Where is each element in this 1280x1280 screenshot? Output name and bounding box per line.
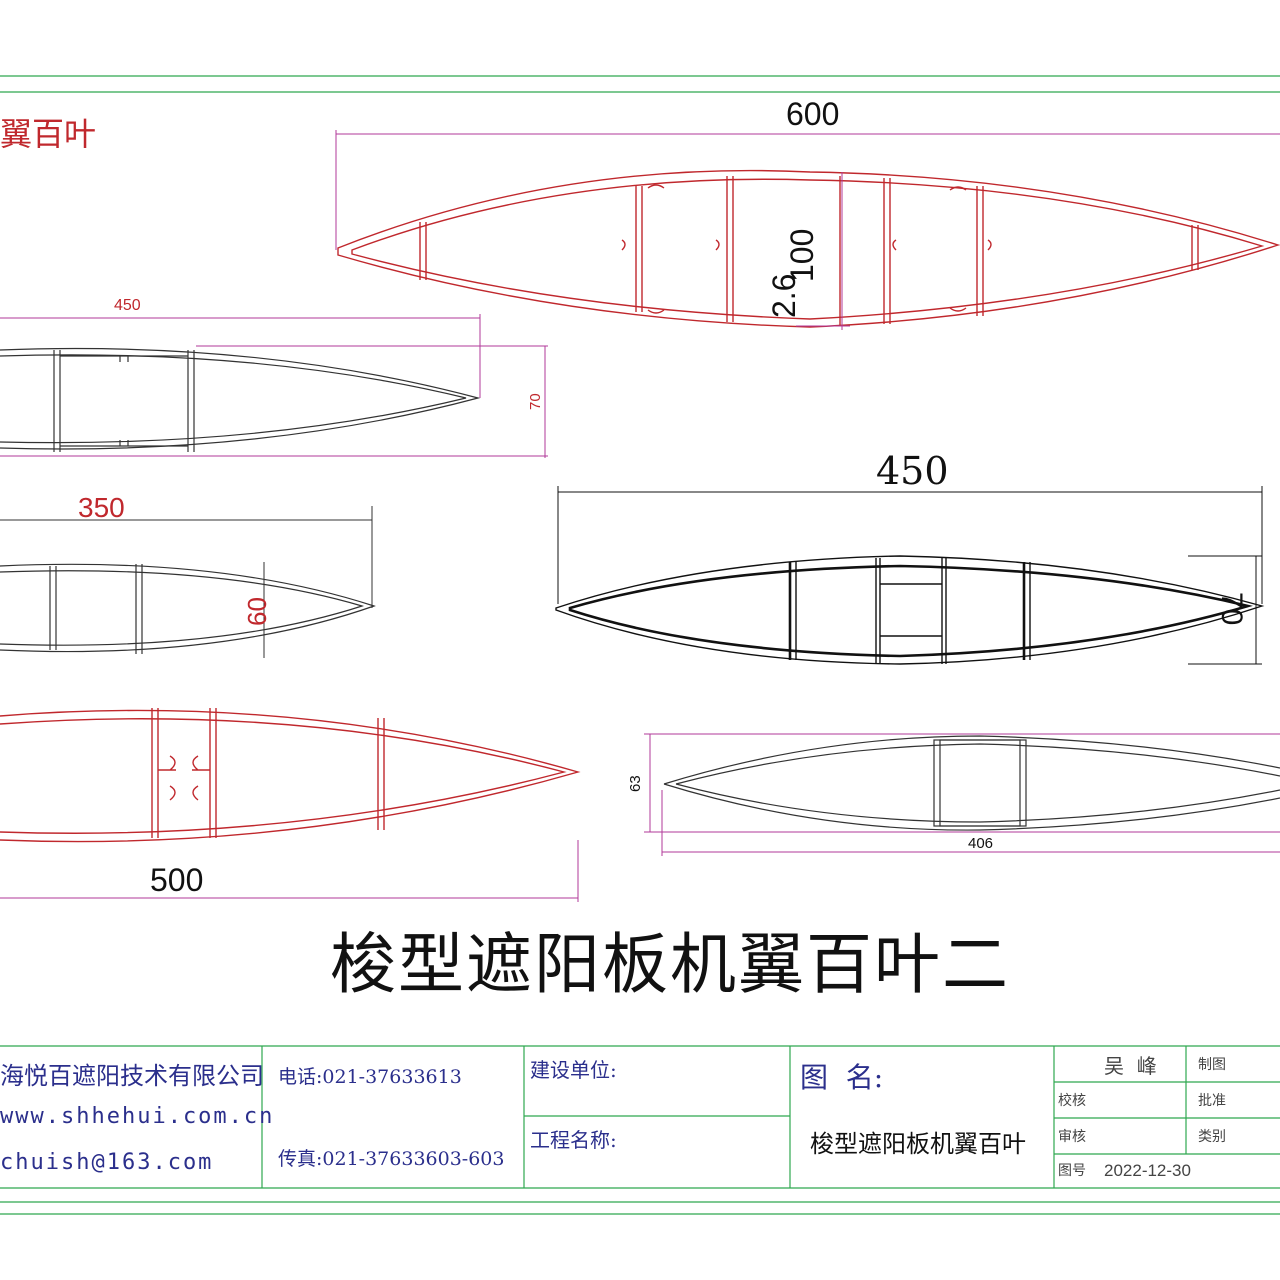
profile-406-dims bbox=[644, 733, 1280, 856]
profile-450b-shape bbox=[555, 555, 1265, 665]
role-draw: 制图 bbox=[1198, 1057, 1226, 1073]
corner-title: 翼百叶 bbox=[0, 115, 97, 153]
drawing-name: 梭型遮阳板机翼百叶 bbox=[810, 1130, 1026, 1158]
profile-450a-shape bbox=[0, 347, 481, 452]
client-label: 建设单位: bbox=[530, 1058, 617, 1082]
dim-height-70b: 70 bbox=[1215, 592, 1248, 626]
dim-width-450b: 450 bbox=[876, 449, 949, 493]
profile-600-shape bbox=[337, 169, 1280, 328]
dim-width-500: 500 bbox=[150, 862, 204, 898]
dim-width-350: 350 bbox=[78, 492, 125, 523]
dim-height-63: 63 bbox=[627, 775, 644, 792]
profile-350-dims bbox=[0, 506, 373, 658]
drawing-no-label: 图号 bbox=[1058, 1163, 1086, 1179]
company-email: chuish@163.com bbox=[0, 1150, 214, 1175]
company-website: www.shhehui.com.cn bbox=[0, 1104, 275, 1129]
role-category: 类别 bbox=[1198, 1129, 1226, 1145]
dim-width-600: 600 bbox=[786, 96, 840, 132]
project-label: 工程名称: bbox=[530, 1128, 617, 1152]
profile-350-shape bbox=[0, 563, 376, 654]
profile-500-dims bbox=[0, 840, 579, 902]
profile-500-shape bbox=[0, 708, 581, 843]
dim-width-450a: 450 bbox=[114, 297, 141, 314]
dim-height-70a: 70 bbox=[527, 393, 544, 410]
profile-450a-dims bbox=[0, 314, 548, 458]
profile-450b-dims bbox=[557, 486, 1263, 665]
profile-406-shape bbox=[663, 735, 1280, 831]
dim-height-60: 60 bbox=[242, 597, 272, 626]
role-review: 审核 bbox=[1058, 1129, 1086, 1145]
sheet-border bbox=[0, 75, 1280, 1215]
profile-600-dims bbox=[335, 130, 1280, 330]
dim-width-406: 406 bbox=[968, 835, 994, 852]
company-fax: 传真:021-37633603-603 bbox=[278, 1148, 505, 1170]
title-block-grid bbox=[0, 1045, 1280, 1189]
role-approve: 批准 bbox=[1198, 1093, 1226, 1109]
dim-wall-2-6: 2.6 bbox=[766, 273, 802, 318]
main-title: 梭型遮阳板机翼百叶二 bbox=[330, 926, 1010, 1003]
company-phone: 电话:021-37633613 bbox=[278, 1066, 462, 1088]
drawing-date: 2022-12-30 bbox=[1104, 1161, 1191, 1180]
drawing-name-label: 图 名: bbox=[800, 1061, 884, 1094]
role-check: 校核 bbox=[1058, 1093, 1086, 1109]
company-name: 海悦百遮阳技术有限公司 bbox=[0, 1062, 264, 1090]
designer-name: 吴 峰 bbox=[1104, 1054, 1157, 1078]
